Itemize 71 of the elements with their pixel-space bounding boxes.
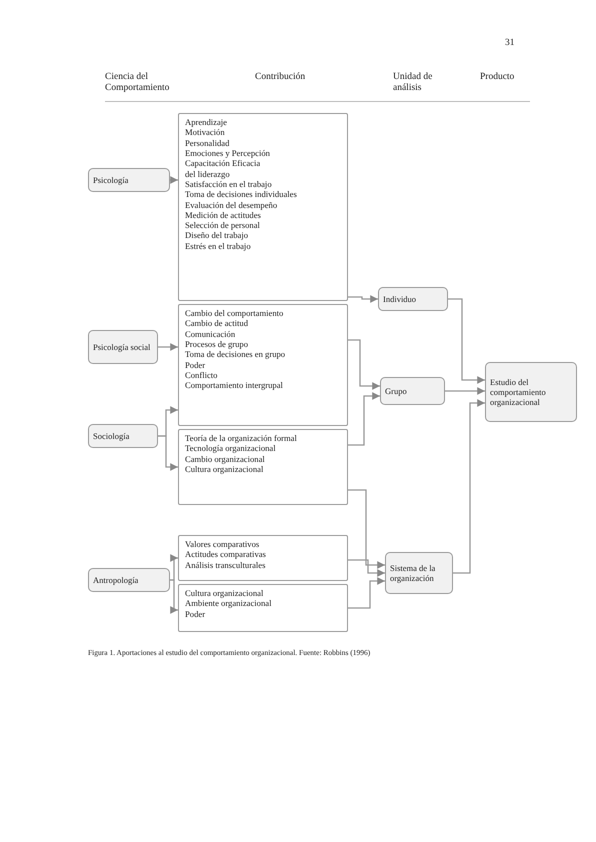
contribution-item: Conflicto xyxy=(185,370,218,380)
arrow xyxy=(348,577,385,609)
column-heading: Ciencia del Comportamiento xyxy=(105,72,170,94)
contribution-item: Valores comparativos xyxy=(185,539,260,550)
contribution-item: Cultura organizacional xyxy=(185,464,264,474)
contribution-item: Diseño del trabajo xyxy=(185,230,250,241)
arrow xyxy=(445,387,485,395)
contribution-item: Personalidad xyxy=(185,138,230,148)
category-box xyxy=(385,552,453,594)
box-label: Individuo xyxy=(383,294,418,304)
arrow xyxy=(348,392,380,446)
contribution-box xyxy=(178,535,348,581)
column-heading: Producto xyxy=(480,72,516,83)
contribution-item: Poder xyxy=(185,360,206,370)
arrow xyxy=(170,554,178,581)
contribution-item: Motivación xyxy=(185,127,226,138)
category-box xyxy=(485,362,577,422)
contribution-item: Ambiente organizacional xyxy=(185,598,272,609)
column-heading: Unidad de análisis xyxy=(393,72,434,94)
contribution-item: Actitudes comparativas xyxy=(185,549,267,560)
arrow xyxy=(158,343,178,351)
category-box xyxy=(88,168,170,192)
contribution-item: Comunicación xyxy=(185,328,236,339)
contribution-item: Evaluación del desempeño xyxy=(185,200,278,210)
arrow xyxy=(348,339,380,390)
box-label: Antropología xyxy=(93,574,140,586)
contribution-box xyxy=(178,113,348,301)
arrow xyxy=(348,489,385,569)
arrow xyxy=(448,298,485,384)
contribution-item: Toma de decisiones individuales xyxy=(185,189,298,200)
box-label: Sociología xyxy=(93,430,130,442)
contribution-box xyxy=(178,429,348,505)
contribution-item: Cambio del comportamiento xyxy=(185,308,284,318)
arrow xyxy=(170,579,178,614)
contribution-item: Procesos de grupo xyxy=(185,338,250,350)
contribution-item: Comportamiento intergrupal xyxy=(185,380,284,390)
contribution-item: Capacitación Eficacia xyxy=(185,158,262,169)
contribution-item: Selección de personal xyxy=(185,220,261,230)
page-number: 31 xyxy=(505,38,516,49)
box-label: Grupo xyxy=(385,386,408,396)
category-box xyxy=(88,424,158,448)
contribution-item: Satisfacción en el trabajo xyxy=(185,178,273,190)
category-box xyxy=(380,377,445,405)
contribution-item: Poder xyxy=(185,608,206,619)
box-label: Psicología xyxy=(93,174,130,186)
column-heading: Contribución xyxy=(255,72,306,83)
contribution-item: Cambio de actitud xyxy=(185,318,250,329)
category-box xyxy=(88,330,158,364)
contribution-item: Estrés en el trabajo xyxy=(185,240,252,252)
contribution-item: Toma de decisiones en grupo xyxy=(185,349,286,360)
contribution-item: Cultura organizacional xyxy=(185,588,264,598)
contribution-item: Medición de actitudes xyxy=(185,210,261,220)
arrow xyxy=(348,559,385,577)
arrow xyxy=(170,176,178,184)
contribution-item: Análisis transculturales xyxy=(185,560,266,570)
category-box xyxy=(378,287,448,311)
contribution-item: Tecnología organizacional xyxy=(185,443,277,454)
box-label: Sistema de la organización xyxy=(390,562,436,584)
category-box xyxy=(88,568,170,592)
contribution-item: Emociones y Percepción xyxy=(185,148,271,158)
contribution-item: Cambio organizacional xyxy=(185,454,266,464)
arrow xyxy=(453,399,485,574)
contribution-item: Teoría de la organización formal xyxy=(185,433,298,444)
contribution-box xyxy=(178,304,348,426)
contribution-box xyxy=(178,584,348,632)
arrow xyxy=(158,435,178,471)
arrow xyxy=(348,295,378,303)
contribution-item: del liderazgo xyxy=(185,168,231,179)
box-label: Estudio del comportamiento organizacional xyxy=(490,376,547,408)
contribution-item: Aprendizaje xyxy=(185,117,228,128)
box-label: Psicología social xyxy=(93,342,152,352)
